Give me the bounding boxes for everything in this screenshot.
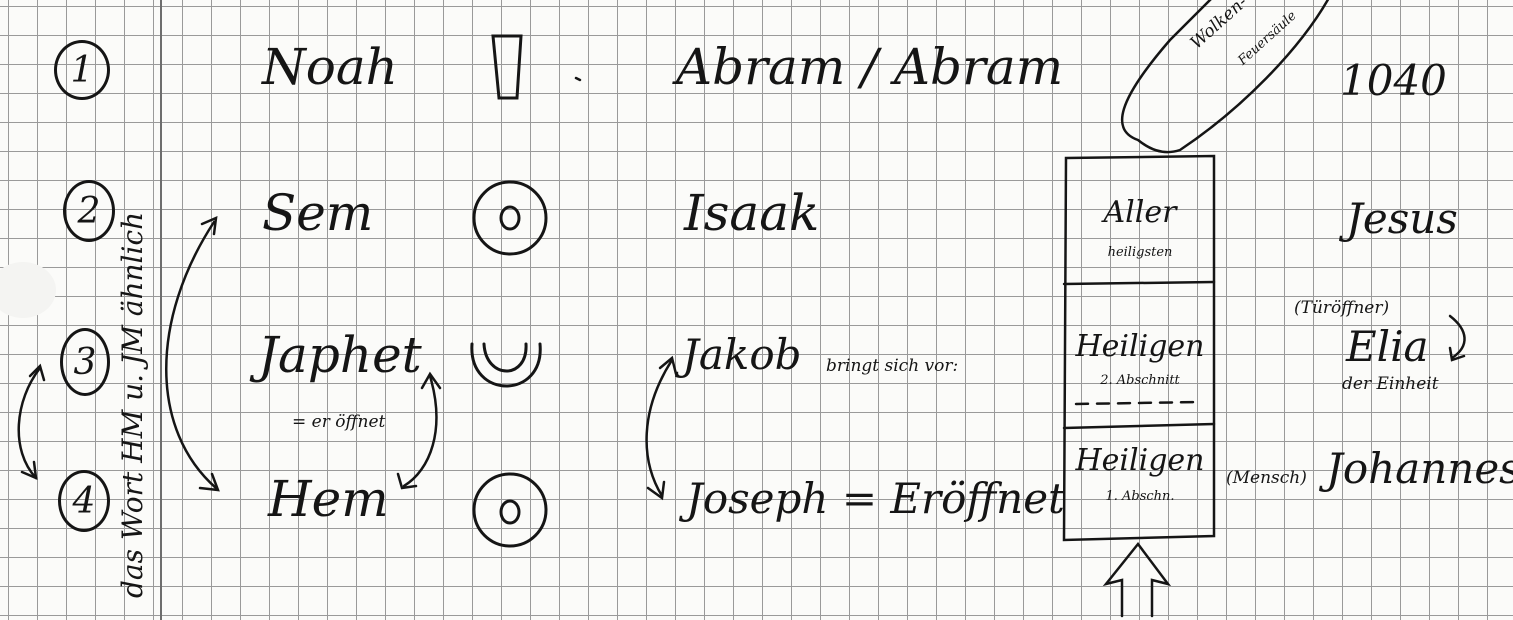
name-jesus: Jesus [1346, 198, 1458, 240]
circle-inner [501, 501, 519, 523]
name-joseph: Joseph = Eröffnet [686, 478, 1065, 520]
spec-line [576, 78, 580, 80]
name-jakob: Jakob [682, 334, 802, 376]
dashed-divider [1076, 402, 1200, 404]
tueroeffner: (Türöffner) [1294, 300, 1389, 317]
elia-note: der Einheit [1342, 376, 1439, 393]
double-arrow-sem-hem [166, 222, 216, 488]
holy3-label-1: Heiligen [1064, 446, 1216, 476]
double-arrow-jakob-joseph [647, 360, 672, 496]
number-1040: 1040 [1340, 60, 1447, 102]
u-shape-symbol [472, 344, 540, 386]
divider [1064, 424, 1214, 428]
holy-label-2: 2. Abschnitt [1064, 374, 1216, 387]
name-isaak: Isaak [684, 188, 819, 238]
rectangle-symbol [493, 36, 521, 98]
holy-label-1: Heiligen [1064, 332, 1216, 362]
name-abram: Abram / Abram [676, 42, 1063, 92]
holiest-label-2: heiligsten [1064, 246, 1216, 259]
circle-inner [501, 207, 519, 229]
arrow-elia [1450, 316, 1465, 358]
holy3-label-2: 1. Abschn. [1064, 490, 1216, 503]
name-johannes: Johannes [1326, 448, 1513, 490]
double-arrow-japhet-hem [404, 376, 436, 486]
circle-symbol [474, 182, 546, 254]
name-elia: Elia [1346, 326, 1429, 368]
jakob-note: bringt sich vor: [826, 358, 958, 375]
circle-symbol [474, 474, 546, 546]
double-arrow-3-4 [19, 368, 40, 478]
entrance-arrow [1106, 544, 1168, 616]
divider [1064, 282, 1214, 284]
mensch: (Mensch) [1226, 470, 1307, 487]
holiest-label-1: Aller [1064, 198, 1216, 228]
arrowhead [398, 474, 416, 488]
